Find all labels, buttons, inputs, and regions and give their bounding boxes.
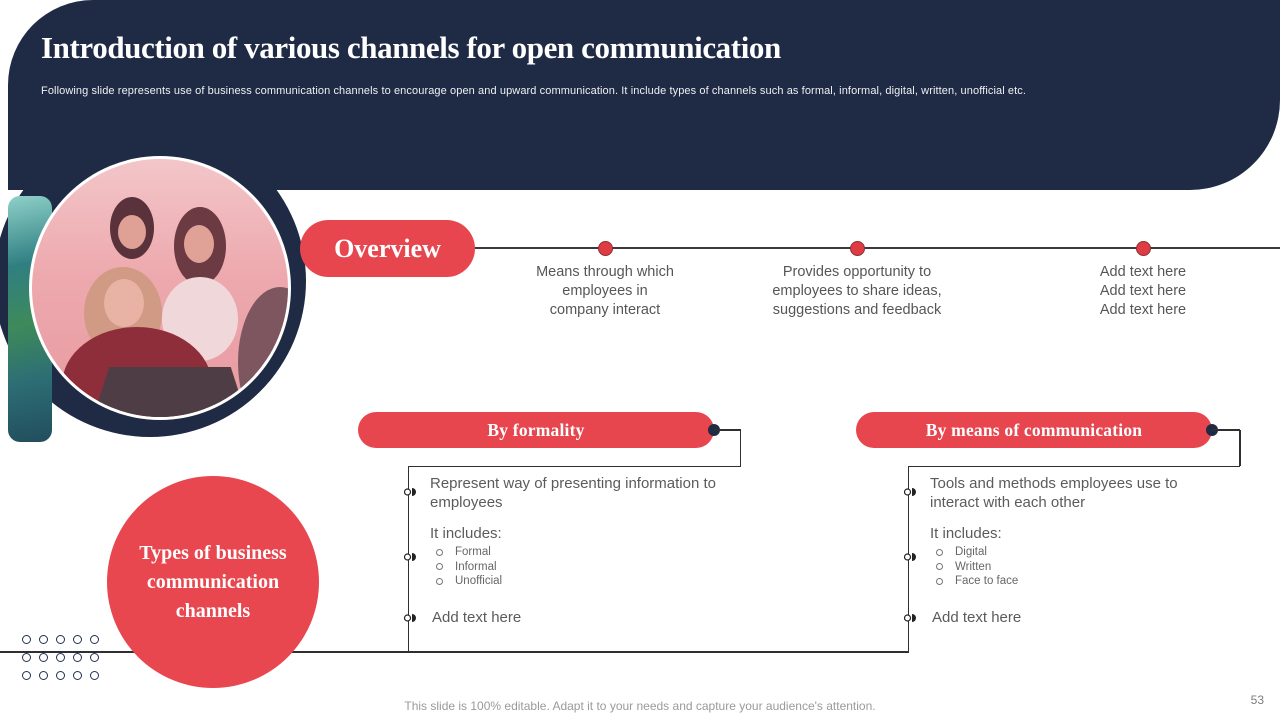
circle-bullet-icon [436,577,443,585]
connector-line [408,465,741,467]
team-photo [29,156,291,420]
branch-title: By formality [487,419,585,440]
line-marker-icon [903,553,916,561]
branch-pill-formality: By formality [358,412,714,448]
line-marker-icon [903,614,916,622]
includes-label: It includes: [930,525,1002,542]
line-marker-icon [403,488,416,496]
timeline-dot [850,241,865,256]
circle-bullet-icon [936,548,943,556]
branch-pill-means: By means of communication [856,412,1212,448]
photo-shape [184,225,214,263]
branch-list: Digital Written Face to face [930,545,1170,589]
overview-point-1: Means through which employees in company… [536,264,674,318]
photo-shape [104,279,144,327]
overview-point-3-placeholder[interactable]: Add text here Add text here Add text her… [1099,264,1187,318]
photo-shape [238,287,288,417]
list-item: Unofficial [430,574,670,589]
connector-line [714,429,741,431]
line-marker-icon [903,488,916,496]
slide-subtitle: Following slide represents use of busine… [41,85,1027,97]
branch-description: Represent way of presenting information … [430,475,716,511]
page-number: 53 [1250,693,1264,707]
branch-title: By means of communication [925,419,1143,440]
add-text-placeholder[interactable]: Add text here [432,609,522,626]
line-marker-icon [403,614,416,622]
list-item-label: Digital [955,546,987,559]
list-item-label: Formal [455,546,491,559]
list-item-label: Informal [455,560,497,573]
photo-shape [118,215,146,249]
list-item-label: Face to face [955,575,1019,588]
list-item-label: Written [955,560,992,573]
add-text-placeholder[interactable]: Add text here [932,609,1022,626]
slide-title: Introduction of various channels for ope… [41,30,781,65]
timeline-line [470,247,1280,249]
circle-bullet-icon [436,548,443,556]
connector-line [1212,429,1240,431]
footer-note: This slide is 100% editable. Adapt it to… [404,699,876,713]
overview-point-2: Provides opportunity to employees to sha… [772,264,942,318]
circle-bullet-icon [936,577,943,585]
branch-list: Formal Informal Unofficial [430,545,670,589]
list-item: Face to face [930,574,1170,589]
circle-bullet-icon [436,563,443,571]
list-item: Formal [430,545,670,560]
list-item: Informal [430,560,670,575]
branch-description: Tools and methods employees use to inter… [930,475,1178,511]
list-item: Digital [930,545,1170,560]
list-item-label: Unofficial [455,575,503,588]
circle-bullet-icon [936,563,943,571]
list-item: Written [930,560,1170,575]
connector-line [739,430,741,466]
connector-line [1239,430,1241,466]
timeline-dot [598,241,613,256]
bottom-connector-line [0,651,909,653]
overview-label: Overview [334,233,441,263]
connector-line [908,465,1240,467]
types-circle: Types of business communication channels [107,476,319,688]
dots-pattern [22,635,100,681]
timeline-dot [1136,241,1151,256]
overview-pill: Overview [300,220,475,277]
photo-laptop-shape [90,367,250,417]
line-marker-icon [403,553,416,561]
includes-label: It includes: [430,525,502,542]
